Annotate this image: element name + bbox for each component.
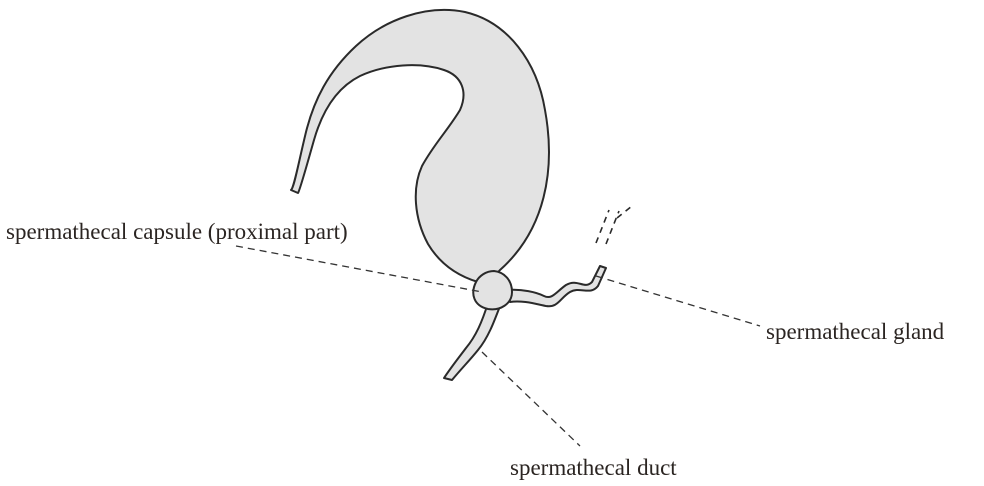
- label-spermathecal-capsule: spermathecal capsule (proximal part): [6, 220, 348, 243]
- label-spermathecal-duct: spermathecal duct: [510, 456, 677, 479]
- gland-leader-line: [596, 276, 760, 326]
- spermathecal-duct-shape: [444, 303, 500, 380]
- gland-continuation-dash: [596, 210, 609, 243]
- spermathecal-capsule-proximal-bulb: [473, 271, 512, 309]
- duct-leader-line: [482, 352, 580, 446]
- label-spermathecal-gland: spermathecal gland: [766, 320, 944, 343]
- gland-continuation-dash: [606, 211, 619, 244]
- spermathecal-gland-shape: [508, 266, 606, 306]
